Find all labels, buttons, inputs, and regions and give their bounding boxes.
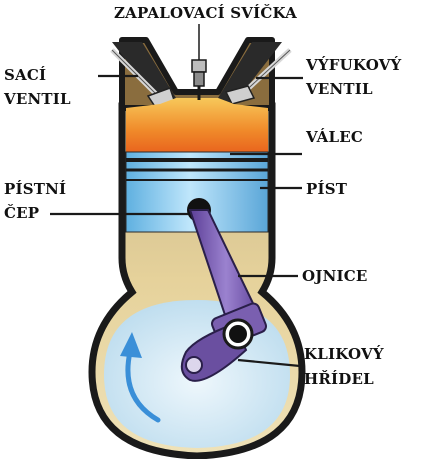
label-piston: PÍST <box>306 180 347 199</box>
label-spark-plug: ZAPALOVACÍ SVÍČKA <box>114 4 297 23</box>
label-exhaust-valve-line2: VENTIL <box>306 80 373 99</box>
label-exhaust-valve-line1: VÝFUKOVÝ <box>306 56 401 75</box>
combustion-chamber <box>126 98 268 152</box>
label-intake-valve-line2: VENTIL <box>4 90 71 109</box>
label-crankshaft-line2: HŘÍDEL <box>304 370 374 389</box>
label-piston-pin-line1: PÍSTNÍ <box>4 180 66 199</box>
label-piston-pin-line2: ČEP <box>4 204 39 223</box>
label-intake-valve-line1: SACÍ <box>4 66 46 85</box>
crankshaft-axis <box>186 357 202 373</box>
label-connecting-rod: OJNICE <box>302 267 367 286</box>
label-crankshaft-line1: KLIKOVÝ <box>304 345 384 364</box>
label-cylinder: VÁLEC <box>306 128 363 147</box>
spark-plug <box>192 24 206 100</box>
